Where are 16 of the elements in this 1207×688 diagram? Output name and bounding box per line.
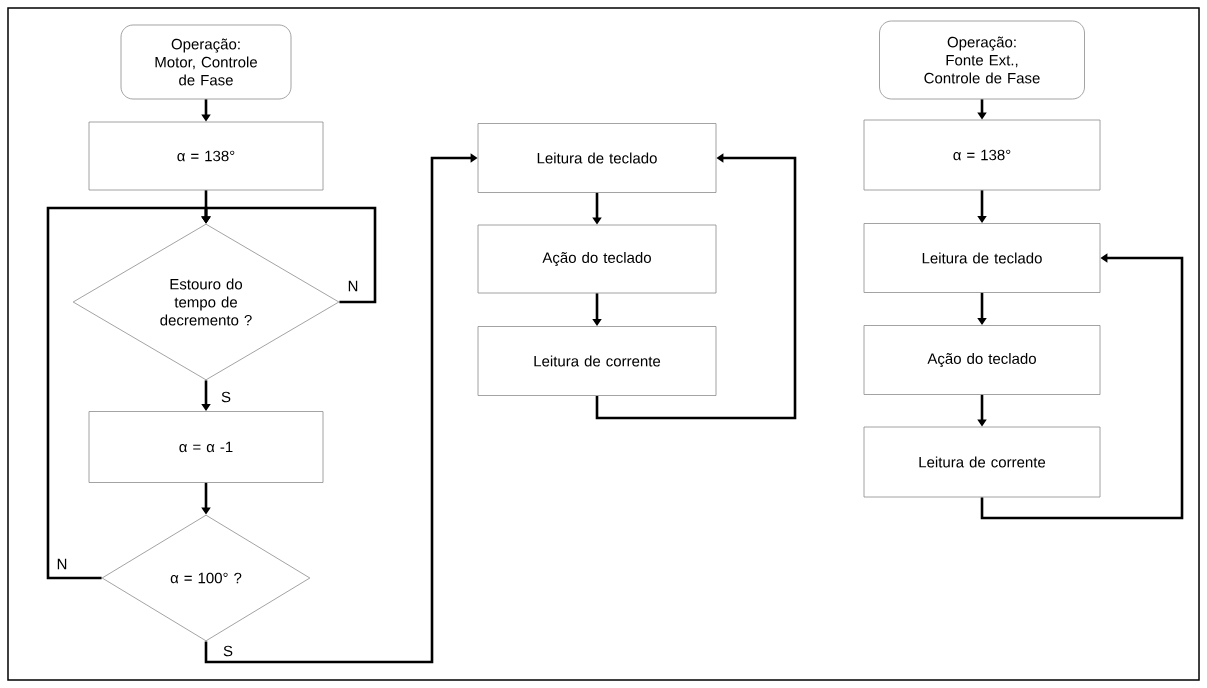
- process-box: α = α -1: [88, 411, 324, 483]
- process-box: α = 138°: [863, 119, 1101, 191]
- process-box: Leitura de teclado: [477, 123, 717, 193]
- start-box: Operação: Fonte Ext., Controle de Fase: [879, 20, 1085, 100]
- arrow: [46, 206, 211, 580]
- process-box: Leitura de teclado: [863, 223, 1101, 293]
- start-box: Operação: Motor, Controle de Fase: [120, 24, 292, 100]
- process-box: Leitura de corrente: [477, 326, 717, 396]
- process-box: Ação do teclado: [477, 224, 717, 294]
- edge-label: N: [57, 558, 67, 570]
- process-box: Leitura de corrente: [863, 426, 1101, 498]
- edge-label: S: [221, 391, 231, 403]
- edge-label: S: [223, 645, 233, 657]
- process-box: α = 138°: [88, 121, 324, 191]
- edge-label: N: [348, 280, 358, 292]
- process-box: Ação do teclado: [863, 325, 1101, 395]
